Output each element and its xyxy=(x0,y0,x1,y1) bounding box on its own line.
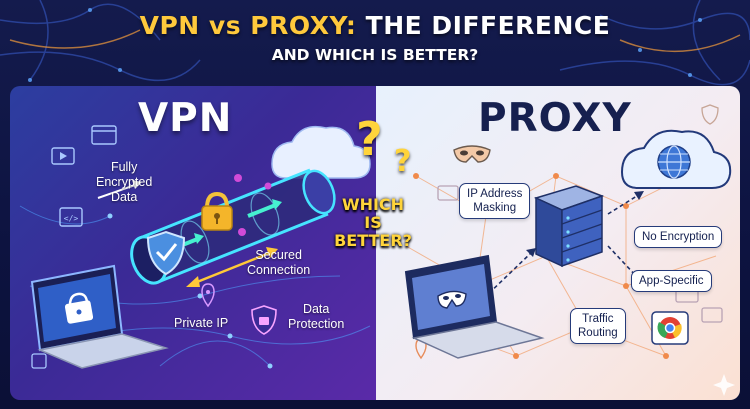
app-specific-label: App-Specific xyxy=(631,270,712,292)
padlock-icon xyxy=(201,191,233,231)
label-line: Masking xyxy=(473,202,517,214)
private-ip-label: Private IP xyxy=(174,316,229,330)
page-title: VPN vs PROXY: THE DIFFERENCE AND WHICH I… xyxy=(0,10,750,65)
label-line: Protection xyxy=(288,317,345,331)
data-protection-label: Data Protection xyxy=(288,302,344,332)
shield-outline-icon xyxy=(701,104,719,125)
laptop-lock-icon xyxy=(30,264,169,369)
title-highlight: VPN vs PROXY: xyxy=(139,11,357,40)
browser-app-icon xyxy=(651,311,689,345)
proxy-heading: PROXY xyxy=(478,96,632,141)
location-pin-icon xyxy=(201,283,215,308)
label-line: IP Address xyxy=(467,188,523,200)
label-line: BETTER? xyxy=(334,231,412,250)
question-mark-small: ? xyxy=(394,144,412,179)
bidirectional-arrow xyxy=(186,247,278,287)
which-is-better-label: WHICH IS BETTER? xyxy=(321,196,425,250)
label-line: Data xyxy=(302,302,330,316)
ip-address-masking-label: IP Address Masking xyxy=(459,183,531,219)
title-line-2: AND WHICH IS BETTER? xyxy=(271,46,479,64)
laptop-icon xyxy=(404,254,545,359)
grid-icon xyxy=(31,353,47,369)
label-line: Fully xyxy=(110,160,138,174)
shield-icon xyxy=(146,230,186,276)
data-protection-shield-icon xyxy=(251,305,277,335)
fully-encrypted-data-label: Fully Encrypted Data xyxy=(96,160,152,205)
mask-icon xyxy=(453,145,491,163)
svg-text:</>: </> xyxy=(64,214,79,223)
globe-cloud-icon xyxy=(620,129,732,189)
code-icon: </> xyxy=(59,207,83,227)
question-mark-large: ? xyxy=(356,112,383,166)
label-line: Connection xyxy=(247,263,311,277)
server-icon xyxy=(533,185,605,268)
label-line: IS xyxy=(364,213,382,232)
vpn-illustration: </> xyxy=(19,125,371,369)
label-line: Data xyxy=(110,190,138,204)
title-line-1: VPN vs PROXY: THE DIFFERENCE xyxy=(0,10,750,42)
label-line: Encrypted xyxy=(96,175,153,189)
window-icon xyxy=(437,185,459,201)
vpn-heading: VPN xyxy=(138,96,233,141)
secured-connection-label: Secured Connection xyxy=(247,248,310,278)
vpn-panel: </> xyxy=(10,86,376,400)
video-icon xyxy=(51,147,75,165)
label-line: WHICH xyxy=(341,195,405,214)
sparkle-icon xyxy=(713,374,735,396)
title-rest: THE DIFFERENCE xyxy=(356,11,611,40)
label-line: Secured xyxy=(255,248,302,262)
traffic-routing-label: Traffic Routing xyxy=(570,308,626,344)
encrypted-tunnel-icon xyxy=(130,168,336,285)
no-encryption-label: No Encryption xyxy=(634,226,723,248)
window-icon xyxy=(91,125,117,145)
label-line: Traffic xyxy=(582,313,614,325)
label-line: Routing xyxy=(578,327,618,339)
